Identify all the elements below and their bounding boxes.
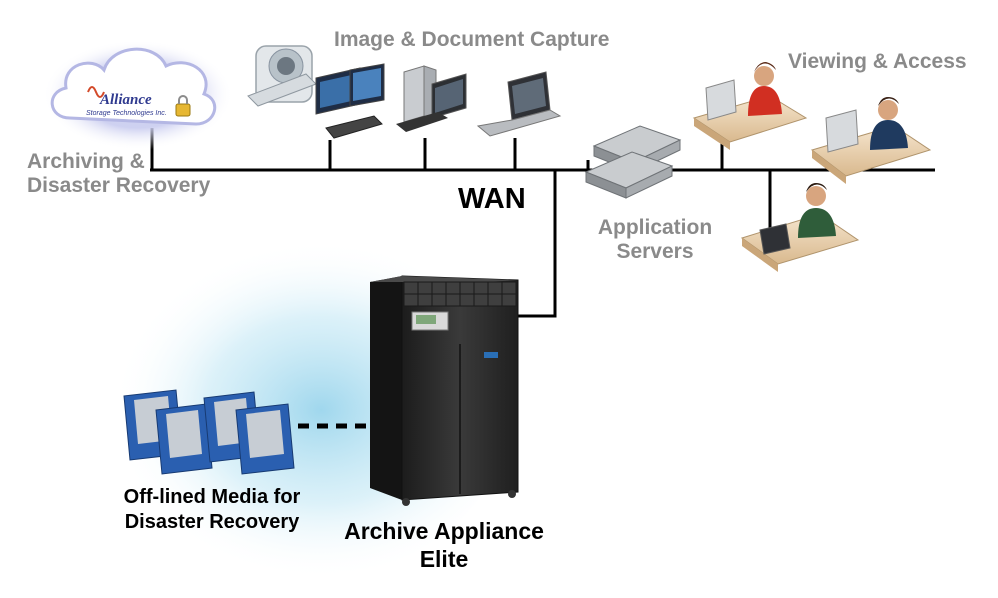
archiving-label-line2: Disaster Recovery (27, 174, 211, 197)
alliance-brand-tagline: Storage Technologies Inc. (86, 110, 167, 117)
tape-cartridge-icon (123, 389, 295, 475)
image-capture-label: Image & Document Capture (334, 28, 610, 51)
operator-desk-icon (692, 62, 808, 150)
wan-label: WAN (458, 183, 526, 215)
laptop-icon (476, 71, 562, 137)
appliance-label-line1: Archive Appliance (344, 518, 544, 544)
offline-media-label-line2: Disaster Recovery (124, 511, 300, 533)
workstation-icon (315, 63, 385, 139)
padlock-icon (175, 103, 191, 117)
alliance-logo-mark (87, 86, 105, 98)
archiving-label-line1: Archiving & (27, 150, 145, 173)
offline-media-label-line1: Off-lined Media for (123, 486, 301, 508)
viewing-access-label: Viewing & Access (788, 50, 967, 73)
operator-desk-icon (810, 97, 932, 184)
app-servers-label-line2: Servers (616, 240, 694, 263)
alliance-brand-name: Alliance (100, 92, 152, 108)
front-logo (484, 352, 498, 358)
operator-desk-icon (740, 183, 860, 272)
mri-scanner-icon (247, 45, 317, 107)
desktop-pc-icon (396, 65, 467, 132)
wan-network-lines (150, 128, 935, 318)
appliance-link-line (512, 170, 557, 318)
rack-server-icon (584, 125, 682, 199)
app-servers-label-line1: Application (597, 216, 713, 239)
appliance-label-line2: Elite (419, 546, 469, 572)
storage-tower-icon (370, 275, 519, 506)
cloud-storage-icon (43, 40, 233, 150)
